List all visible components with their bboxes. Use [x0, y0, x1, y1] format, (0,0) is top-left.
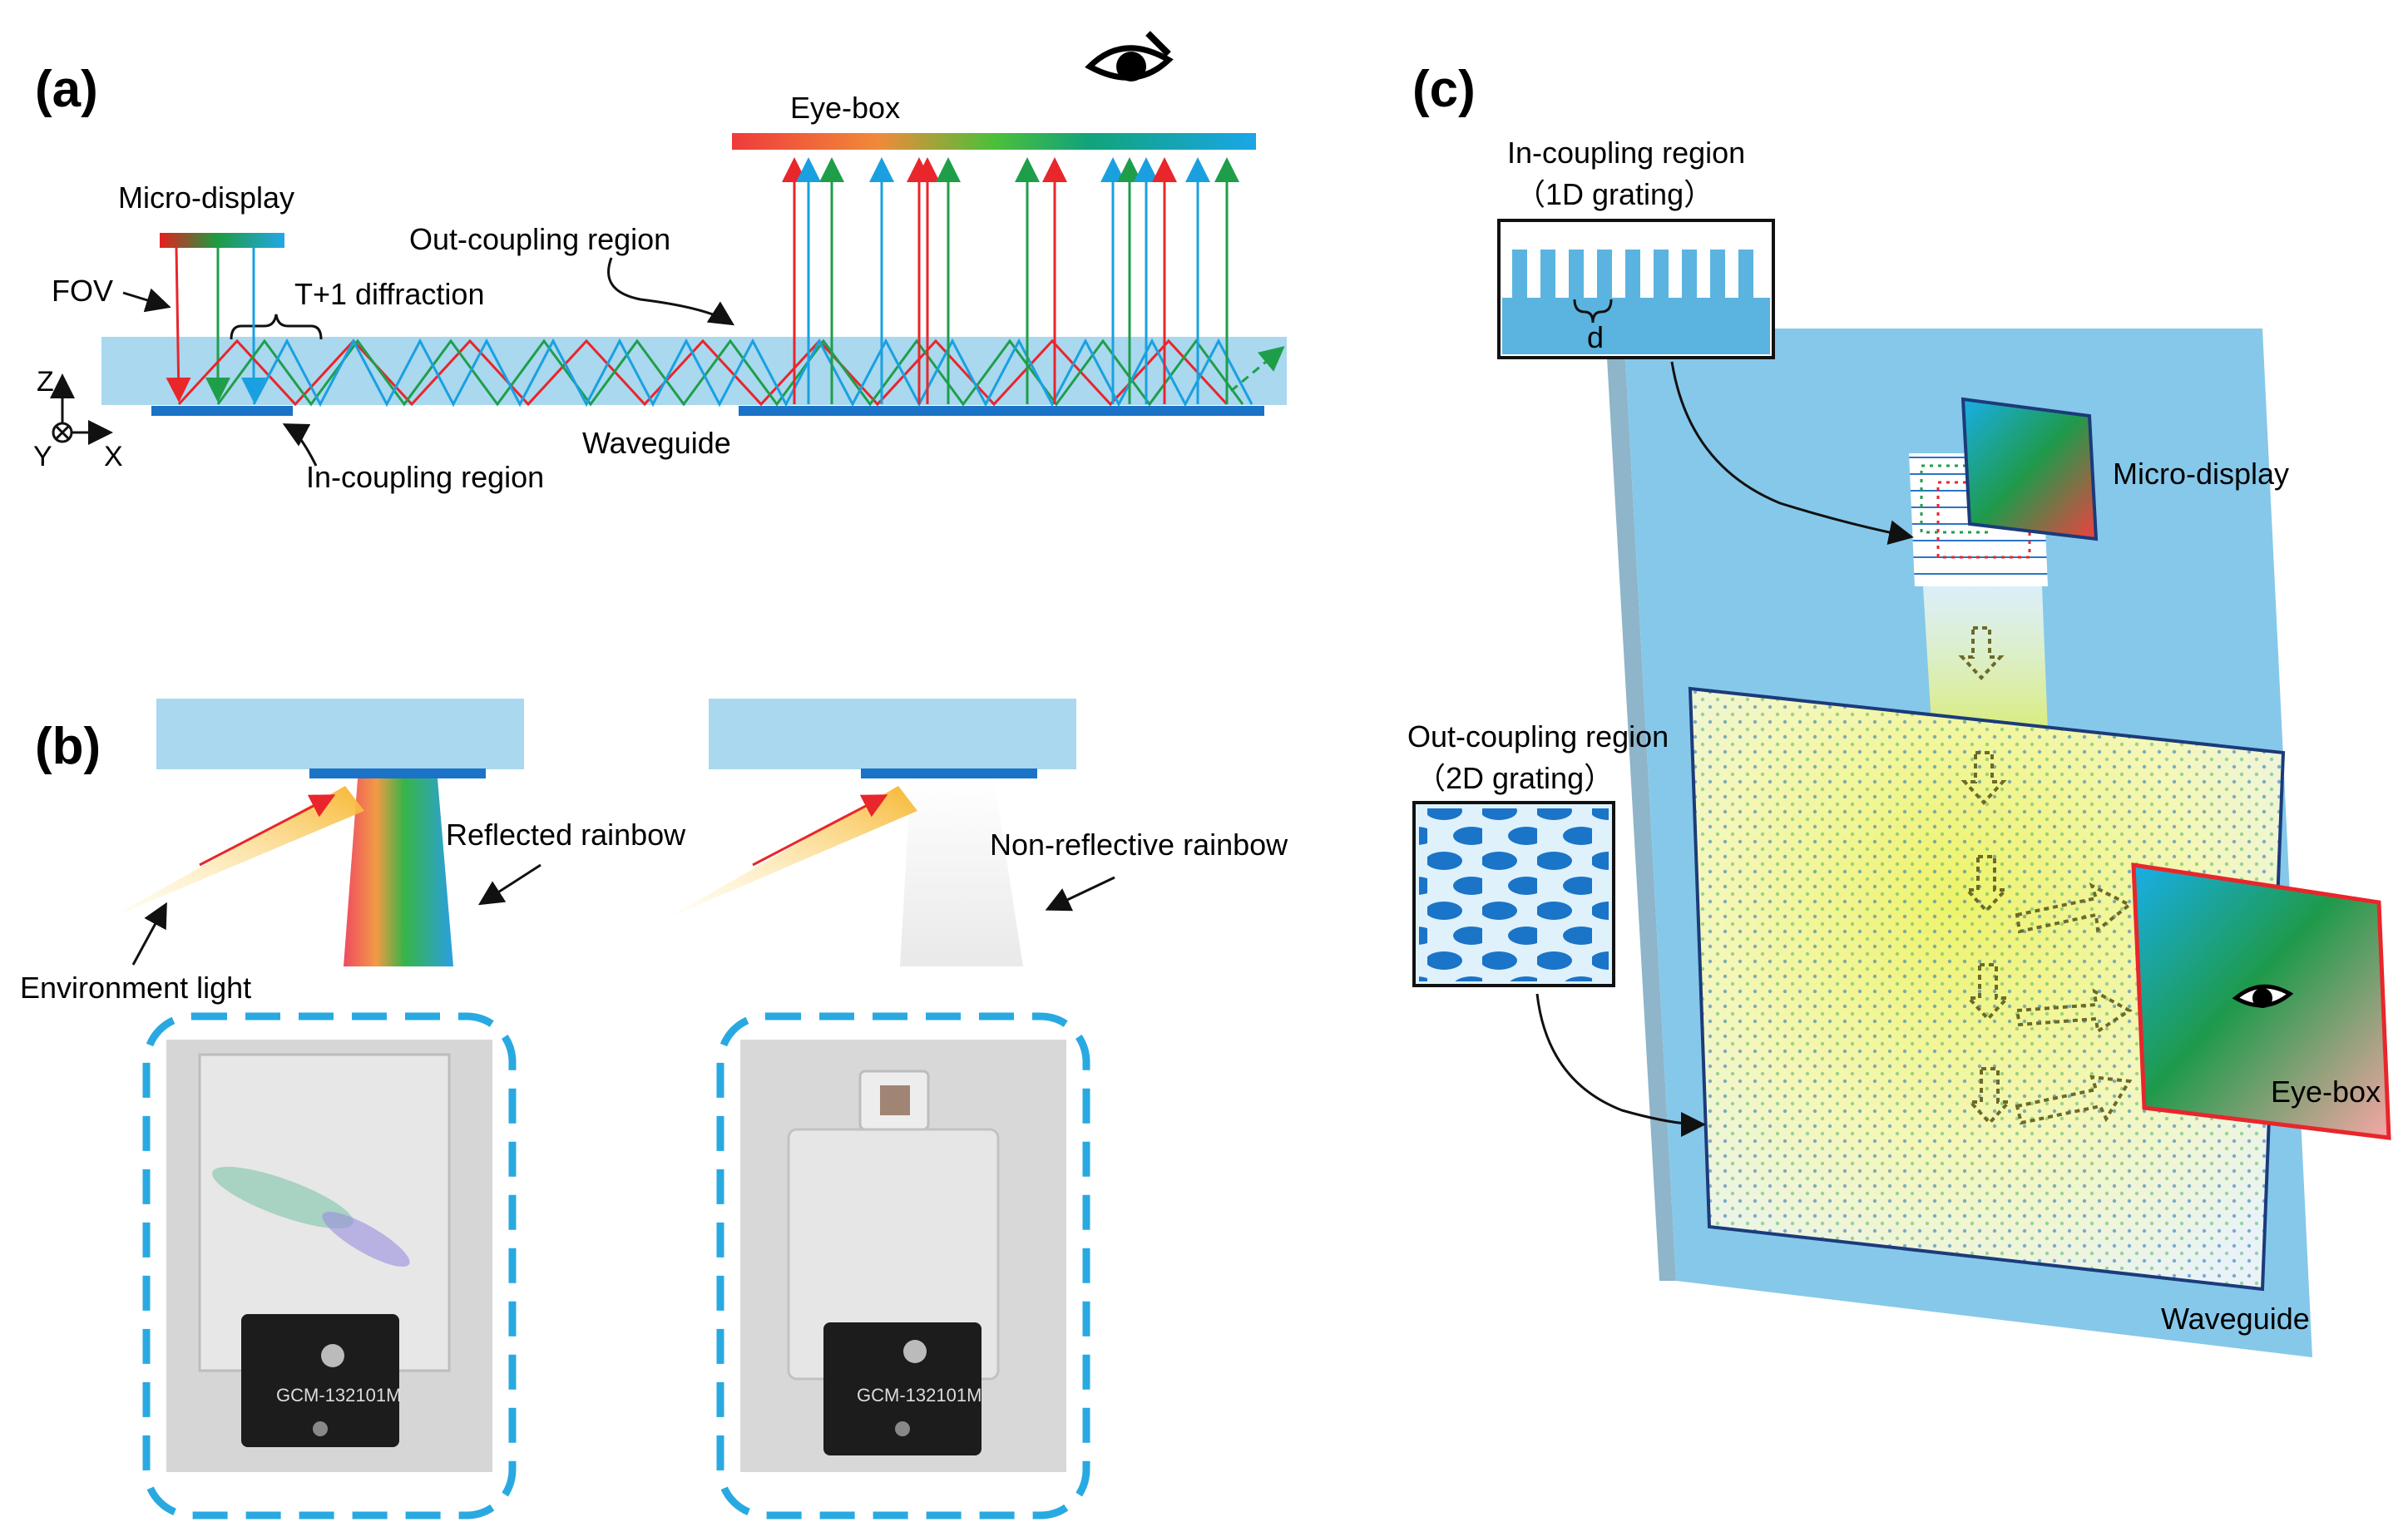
photo-right-grating	[880, 1085, 910, 1115]
out-coupling-c-pointer	[1535, 993, 1706, 1137]
out-coupling-pointer	[607, 257, 735, 326]
waveguide-edge	[1605, 329, 1676, 1281]
axis-icon	[50, 373, 113, 445]
grating-right	[861, 768, 1037, 778]
micro-display-label: Micro-display	[118, 180, 294, 215]
photo-left-logo	[321, 1344, 344, 1367]
photo-right-logo	[903, 1340, 927, 1363]
environment-beam-right	[665, 786, 917, 919]
zigzag-ray-green	[216, 338, 1244, 407]
panel-a-label: (a)	[35, 61, 98, 118]
in-coupling-c-pointer	[1670, 361, 1914, 546]
axis-z-label: Z	[37, 366, 54, 398]
environment-light-label: Environment light	[20, 971, 251, 1005]
out-coupling-ellipses	[1419, 808, 1609, 981]
non-reflective-label: Non-reflective rainbow	[990, 828, 1288, 862]
in-coupling-pointer	[282, 423, 318, 467]
waveguide-c-label: Waveguide	[2161, 1302, 2310, 1336]
photo-frame-right	[716, 1012, 1090, 1520]
t1-diffraction-label: T+1 diffraction	[294, 277, 484, 311]
out-coupling-label: Out-coupling region	[409, 222, 670, 256]
period-label: d	[1587, 320, 1604, 354]
eye-box-label: Eye-box	[790, 91, 900, 125]
photo-right-mount	[823, 1322, 981, 1455]
waveguide-slab	[101, 337, 1287, 405]
photo-left-rainbow	[212, 1166, 354, 1229]
reflected-rainbow-cone	[344, 778, 453, 966]
out-coupled-rays	[782, 157, 1239, 404]
panel-c-label: (c)	[1412, 61, 1476, 118]
eye-icon	[1085, 31, 1174, 82]
reflected-rainbow-label: Reflected rainbow	[446, 818, 686, 852]
out-coupling-border	[1688, 686, 2286, 1292]
period-brace	[1573, 299, 1613, 324]
environment-beam-left	[108, 786, 364, 919]
fov-label: FOV	[52, 274, 113, 308]
t1-brace	[230, 314, 323, 340]
photo-left-rainbow-2	[322, 1211, 410, 1268]
eye-icon-c	[2232, 984, 2294, 1008]
axis-y-label: Y	[33, 441, 52, 472]
photo-right-screw	[895, 1421, 910, 1436]
in-coupling-teeth	[1512, 250, 1753, 299]
non-reflective-pointer	[1045, 876, 1115, 912]
panel-c: (c) Micro-display	[1407, 61, 2391, 1357]
in-coupling-label: In-coupling region	[306, 460, 544, 494]
out-coupling-c-sub: （2D grating）	[1416, 761, 1614, 795]
panel-a: (a) Eye-box Micro-display Out-coupling r…	[33, 31, 1287, 494]
reflected-pointer	[477, 863, 541, 906]
in-coupling-inset-base	[1502, 298, 1770, 354]
photo-right-text: GCM-132101M	[857, 1385, 981, 1406]
out-coupling-dots	[1690, 689, 2283, 1289]
zigzag-ray-blue	[252, 338, 1253, 408]
panel-b: (b) Reflected rainbow Environment light …	[20, 699, 1288, 1520]
environment-pointer	[131, 902, 167, 966]
out-coupling-grating	[739, 406, 1264, 416]
environment-ray-right	[752, 794, 888, 867]
substrate-right	[709, 699, 1076, 769]
photo-frame-left	[142, 1012, 517, 1520]
micro-display-c-label: Micro-display	[2113, 457, 2289, 491]
expansion-arrows	[1958, 626, 2133, 1125]
in-coupling-c-sub: （1D grating）	[1516, 177, 1713, 211]
panel-b-label: (b)	[35, 718, 101, 775]
photo-left-screw	[313, 1421, 328, 1436]
beam-band	[1923, 586, 2048, 732]
in-coupling-c-label: In-coupling region	[1507, 136, 1745, 170]
substrate-left	[156, 699, 524, 769]
non-reflective-cone	[900, 778, 1023, 966]
environment-ray-left	[199, 794, 336, 867]
photo-left-text: GCM-132101M	[276, 1385, 401, 1406]
eye-box-c-label: Eye-box	[2271, 1075, 2381, 1109]
micro-display-bar	[160, 233, 284, 248]
micro-display-square	[1961, 397, 2099, 541]
grating-left	[309, 768, 486, 778]
dashed-exit-ray	[1230, 346, 1285, 393]
waveguide-label: Waveguide	[582, 426, 731, 460]
fov-pointer	[122, 288, 171, 313]
incoming-ray-red	[166, 247, 191, 403]
out-coupling-c-label: Out-coupling region	[1407, 719, 1669, 754]
axis-x-label: X	[104, 441, 123, 472]
photo-left-mount	[241, 1314, 399, 1447]
in-coupling-grating	[151, 406, 293, 416]
eye-box-bar	[732, 133, 1256, 150]
